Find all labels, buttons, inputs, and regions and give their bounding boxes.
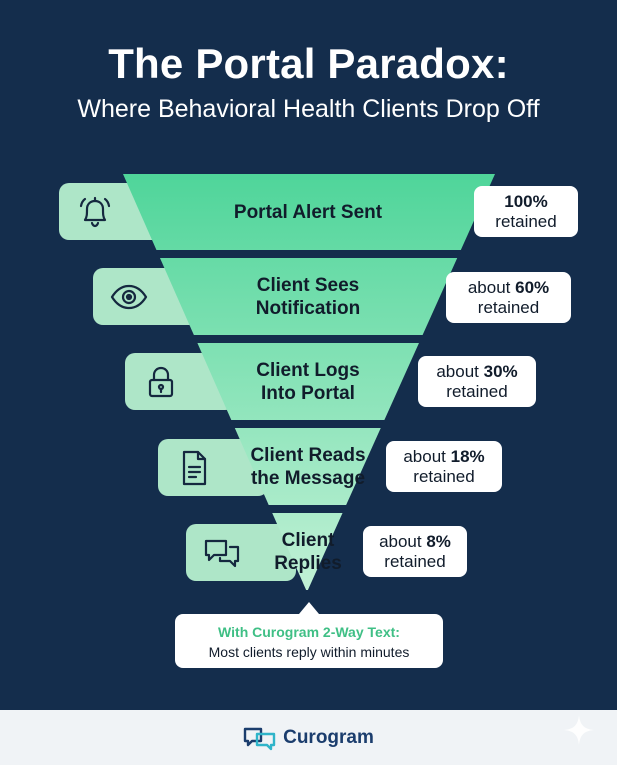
footer-bar: Curogram [0,710,617,765]
stage-3-retention-suffix: retained [446,381,508,401]
stage-2-retention-prefix: about [467,277,511,297]
chat-bubbles-icon [204,539,240,567]
stage-1-retention-suffix: retained [495,211,557,231]
page-subtitle: Where Behavioral Health Clients Drop Off [77,95,540,123]
stage-3-retention-prefix: about [436,361,479,381]
stage-3-retention: about 30% retained [418,356,536,407]
stage-2-retention-suffix: retained [477,297,540,317]
document-icon [182,450,207,485]
page-title: The Portal Paradox: [108,40,509,87]
callout-body: Most clients reply within minutes [208,644,410,660]
brand-name: Curogram [283,726,374,748]
stage-4-retention-value: 18% [450,446,485,466]
stage-1-label: Portal Alert Sent [233,201,383,223]
stage-4-retention: about 18% retained [386,441,502,492]
stage-2-label: Client Sees Notification [255,275,361,319]
stage-2-band: Client Sees Notification [182,270,434,324]
stage-5-retention-suffix: retained [384,551,446,571]
lock-icon [148,366,174,397]
stage-1-retention-value: 100% [504,191,548,211]
curogram-callout: With Curogram 2-Way Text: Most clients r… [175,602,443,668]
curogram-logo-icon [243,727,276,750]
stage-2-retention-value: 60% [515,277,550,297]
stage-5-icon-tab [186,524,296,581]
stage-5-band: Client Replies [252,525,364,579]
stage-5-retention-prefix: about [379,531,422,551]
callout-pointer [299,602,319,614]
stage-4-band: Client Reads the Message [238,440,378,494]
funnel-body [123,174,495,592]
stage-divider-4 [100,505,520,513]
callout-heading: With Curogram 2-Way Text: [218,624,400,640]
stage-4-label: Client Reads the Message [250,445,366,489]
stage-5-label: Client Replies [274,530,342,574]
stage-divider-3 [100,420,520,428]
stage-3-band: Client Logs Into Portal [219,355,397,409]
eye-icon [110,284,148,309]
stage-4-retention-prefix: about [403,446,446,466]
stage-3-label: Client Logs Into Portal [256,360,360,404]
stage-5-retention-value: 8% [426,531,451,551]
funnel-tip-trim [100,590,520,593]
stage-dividers [100,250,520,593]
stage-1-retention: 100% retained [474,186,578,237]
stage-divider-2 [100,335,520,343]
stage-3-retention-value: 30% [483,361,518,381]
stage-1-band: Portal Alert Sent [140,185,476,239]
sparkle-icon [564,715,594,745]
stage-4-retention-suffix: retained [413,466,475,486]
stage-2-retention: about 60% retained [446,272,571,323]
bell-icon [79,196,111,227]
stage-divider-1 [100,250,520,258]
stage-5-retention: about 8% retained [363,526,467,577]
